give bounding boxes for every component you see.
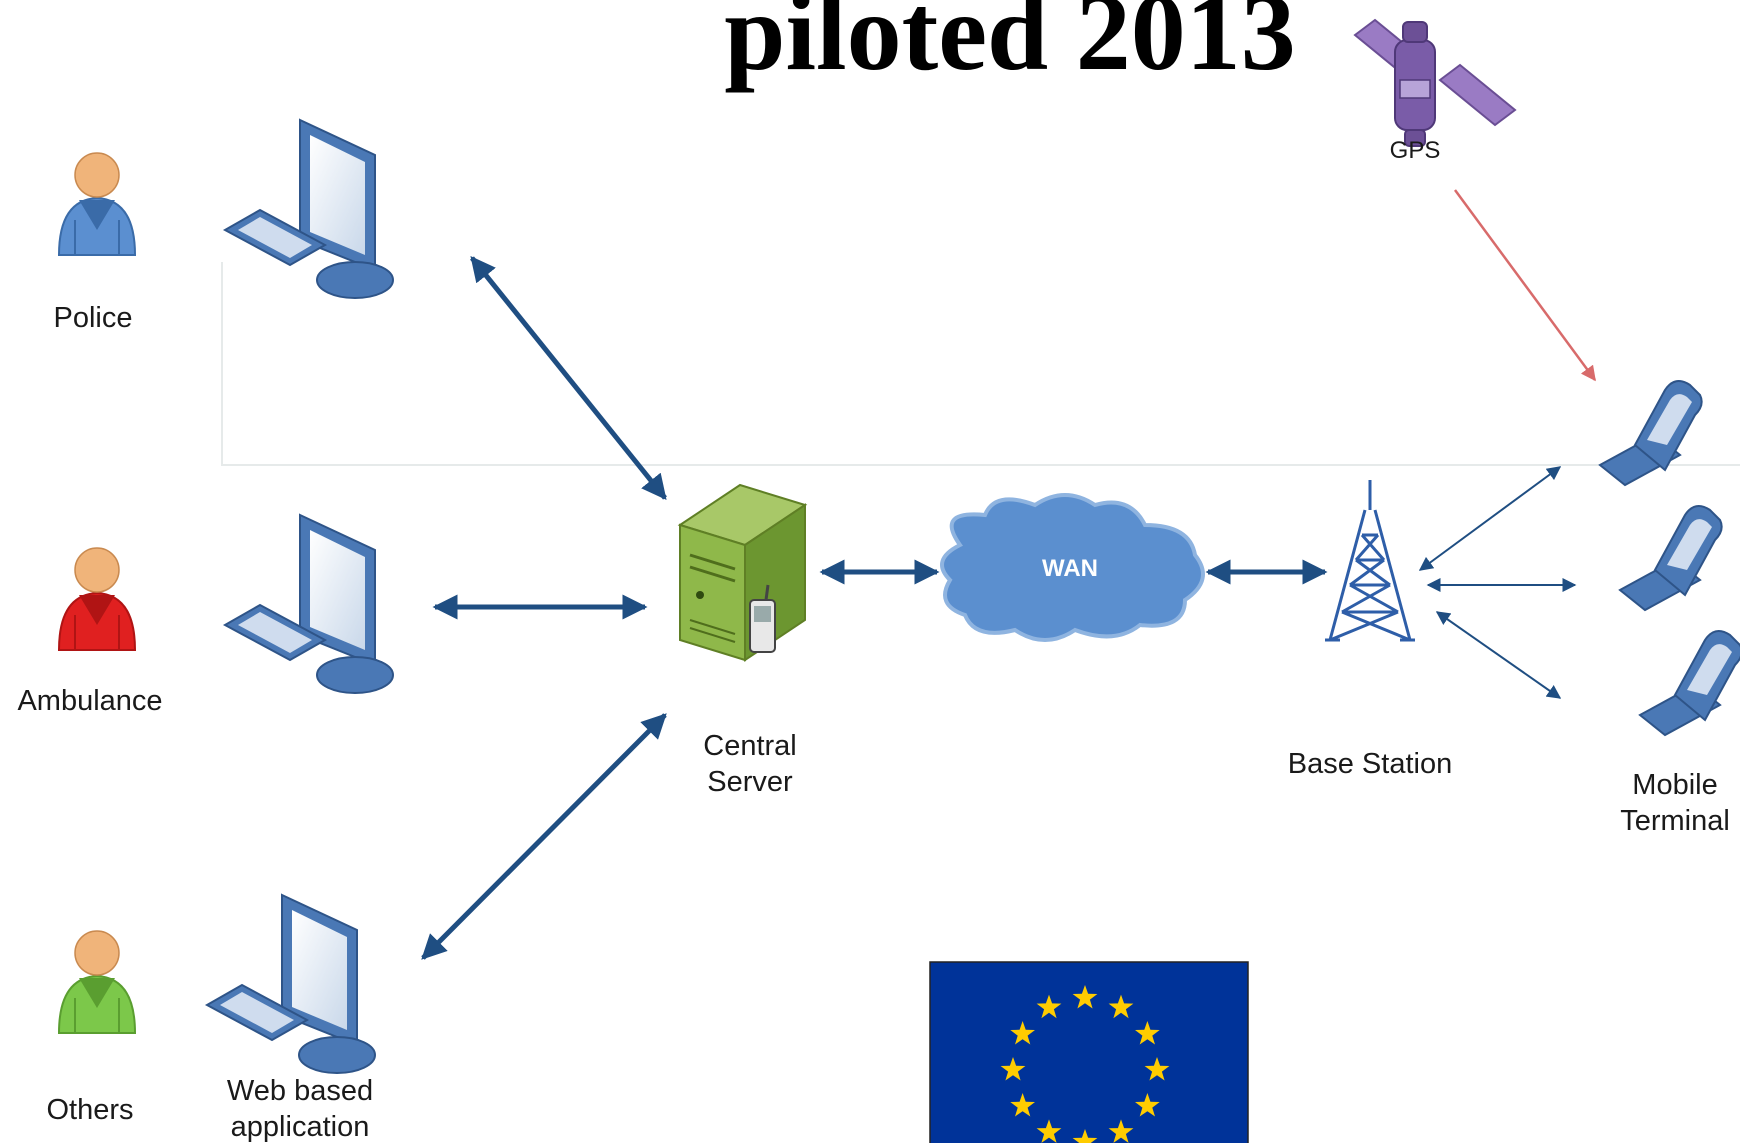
label-mobile-terminal: Mobile Terminal [1620,769,1730,837]
eu-star-icon [1036,1119,1062,1143]
eu-star-icon [1000,1057,1026,1081]
phone-icon-1 [1599,380,1703,486]
phone-icon-3 [1639,630,1740,736]
label-wan: WAN [1042,555,1098,582]
person-icon-ambulance [57,547,137,651]
label-web-based-application: Web based application [226,1075,374,1143]
eu-star-icon [1108,1119,1134,1143]
page-title: piloted 2013 [724,0,1296,93]
arrow-base-phone-3 [1435,611,1562,699]
computer-icon-others [206,894,376,1074]
eu-star-icon [1072,1129,1098,1143]
eu-star-icon [1135,1021,1160,1045]
person-icon-police [57,152,137,256]
eu-star-icon [1108,994,1134,1019]
person-icon-others [57,930,137,1034]
label-others: Others [46,1094,134,1126]
arrow-police-server [470,256,667,500]
computer-icon-ambulance [224,514,394,694]
arrow-gps-phone [1453,189,1597,382]
label-central-server: Central Server [703,730,797,798]
tower-icon [1325,480,1415,642]
eu-star-icon [1144,1057,1170,1081]
eu-flag-icon [929,961,1249,1143]
label-police: Police [53,302,133,334]
eu-star-icon [1072,985,1098,1009]
label-base-station: Base Station [1287,748,1453,780]
arrow-others-server [421,713,667,960]
eu-star-icon [1010,1021,1035,1045]
arrow-base-phone-1 [1418,466,1562,571]
eu-star-icon [1036,994,1062,1019]
satellite-icon [1353,18,1517,147]
cloud-icon [940,493,1205,642]
divider-line [221,262,1740,466]
label-gps: GPS [1389,137,1441,164]
label-ambulance: Ambulance [17,685,163,717]
eu-star-icon [1010,1093,1035,1117]
phone-icon-2 [1619,505,1723,611]
computer-icon-police [224,119,394,299]
server-icon [677,483,808,662]
eu-star-icon [1135,1093,1160,1117]
